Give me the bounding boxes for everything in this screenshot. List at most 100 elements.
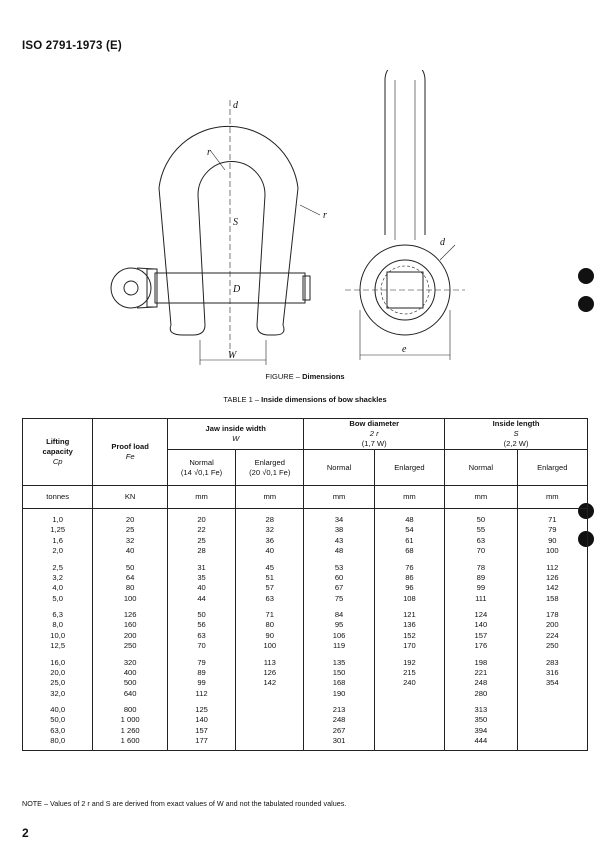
table-cell — [235, 725, 305, 736]
table-cell: 178 — [516, 604, 589, 620]
table-cell: 63 — [444, 535, 518, 546]
col-header-jaw-width: Jaw inside width W — [166, 418, 305, 450]
col-header-bow-diameter: Bow diameter 2 r (1,7 W) — [303, 418, 446, 450]
table-cell: 56 — [166, 620, 237, 631]
table-cell: 1 260 — [92, 725, 168, 736]
table-cell: 106 — [303, 630, 375, 641]
figure-caption-prefix: FIGURE – — [265, 372, 300, 381]
table-cell: 4,0 — [21, 583, 94, 594]
table-cell: 248 — [444, 678, 518, 689]
figure-caption-title: Dimensions — [302, 372, 345, 381]
unit-cell: mm — [516, 485, 589, 509]
table-cell: 500 — [92, 678, 168, 689]
table-cell: 160 — [92, 620, 168, 631]
table-cell: 1,0 — [21, 508, 94, 525]
shackle-figure: d r r S D W d e — [110, 70, 465, 365]
table-cell: 1,25 — [21, 525, 94, 536]
table-cell: 248 — [303, 715, 375, 726]
table-cell: 28 — [166, 546, 237, 557]
table-cell: 20 — [92, 508, 168, 525]
table-cell: 140 — [444, 620, 518, 631]
col-header-jaw-enlarged: Enlarged (20 √0,1 Fe) — [235, 449, 305, 486]
units-row: tonnes KN mm mm mm mm mm mm — [21, 485, 589, 509]
header-line: Lifting — [46, 437, 70, 446]
table-cell: 12,5 — [21, 641, 94, 652]
table-cell: 61 — [373, 535, 446, 546]
col-header-length-normal: Normal — [444, 449, 518, 486]
table-cell: 200 — [92, 630, 168, 641]
table-cell — [235, 736, 305, 751]
table-cell: 45 — [235, 556, 305, 573]
table-cell: 86 — [373, 572, 446, 583]
table-cell: 57 — [235, 583, 305, 594]
table-cell: 95 — [303, 620, 375, 631]
table-cell: 224 — [516, 630, 589, 641]
table-cell: 121 — [373, 604, 446, 620]
label-e: e — [402, 344, 407, 355]
table-cell: 190 — [303, 688, 375, 699]
table-cell: 221 — [444, 667, 518, 678]
header-formula: (14 √0,1 Fe) — [180, 467, 223, 477]
table-cell: 20,0 — [21, 667, 94, 678]
table-cell — [516, 699, 589, 715]
table-cell: 32 — [235, 525, 305, 536]
table-cell: 60 — [303, 572, 375, 583]
unit-cell: mm — [373, 485, 446, 509]
table-cell: 34 — [303, 508, 375, 525]
unit-cell: mm — [444, 485, 518, 509]
col-header-jaw-normal: Normal (14 √0,1 Fe) — [166, 449, 237, 486]
table-cell: 301 — [303, 736, 375, 751]
table-cell: 126 — [516, 572, 589, 583]
table-cell: 89 — [166, 667, 237, 678]
table-cell: 50,0 — [21, 715, 94, 726]
table-cell: 1 600 — [92, 736, 168, 751]
table-cell: 67 — [303, 583, 375, 594]
table-cell: 280 — [444, 688, 518, 699]
label-S: S — [233, 217, 238, 228]
table-caption: TABLE 1 – Inside dimensions of bow shack… — [0, 395, 610, 404]
table-cell: 126 — [235, 667, 305, 678]
table-cell: 50 — [166, 604, 237, 620]
header-line: Enlarged — [254, 457, 285, 467]
table-cell: 111 — [444, 593, 518, 604]
header-line: Inside length — [492, 419, 540, 428]
table-cell: 90 — [235, 630, 305, 641]
table-cell: 313 — [444, 699, 518, 715]
page-number: 2 — [22, 826, 29, 840]
table-cell: 177 — [166, 736, 237, 751]
table-cell: 108 — [373, 593, 446, 604]
label-d-side: d — [440, 237, 446, 248]
figure-caption: FIGURE – Dimensions — [0, 372, 610, 381]
table-cell: 20 — [166, 508, 237, 525]
col-header-inside-length: Inside length S (2,2 W) — [444, 418, 588, 450]
table-cell: 316 — [516, 667, 589, 678]
table-cell — [373, 736, 446, 751]
table-cell — [516, 715, 589, 726]
table-cell: 5,0 — [21, 593, 94, 604]
table-cell: 84 — [303, 604, 375, 620]
table-cell: 51 — [235, 572, 305, 583]
header-line: Bow diameter — [349, 419, 400, 428]
table-cell: 800 — [92, 699, 168, 715]
table-cell: 350 — [444, 715, 518, 726]
label-D: D — [232, 284, 241, 295]
table-cell: 135 — [303, 651, 375, 668]
document-header: ISO 2791-1973 (E) — [22, 40, 122, 52]
table-cell: 44 — [166, 593, 237, 604]
table-cell: 48 — [303, 546, 375, 557]
table-cell — [373, 699, 446, 715]
table-cell: 168 — [303, 678, 375, 689]
table-cell: 31 — [166, 556, 237, 573]
table-cell: 76 — [373, 556, 446, 573]
table-cell: 40,0 — [21, 699, 94, 715]
